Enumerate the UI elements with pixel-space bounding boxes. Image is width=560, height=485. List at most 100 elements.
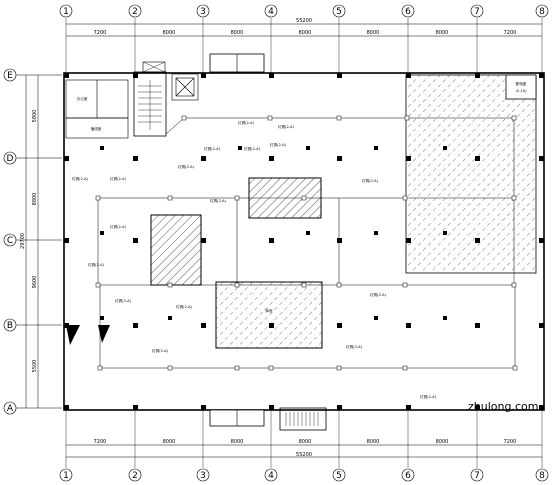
axis-label: 7 — [474, 7, 480, 17]
axis-bubble — [196, 468, 210, 482]
axis-bubble — [470, 4, 484, 18]
span-dimension: 8000 — [231, 30, 244, 36]
bottom-dimension-lines — [66, 444, 542, 458]
axis-label: B — [7, 321, 13, 331]
axis-bubble — [196, 4, 210, 18]
span-dimension: 8000 — [299, 30, 312, 36]
fixture-label: 灯具(2-A) — [346, 344, 363, 349]
fixture-label: 灯具(2-A) — [420, 394, 437, 399]
axis-label: 5 — [336, 7, 342, 17]
span-dimension: 7200 — [504, 439, 517, 445]
axis-bubble — [401, 468, 415, 482]
column-grid-lines — [65, 18, 543, 468]
axis-label: A — [7, 404, 14, 414]
fixture-label: 灯具(2-A) — [244, 146, 261, 151]
wall-wedges — [66, 325, 110, 345]
axis-bubble — [128, 4, 142, 18]
fixture-label: 灯具(2-A) — [270, 142, 287, 147]
axis-label: 3 — [200, 471, 206, 481]
fixture-labels: 灯具(2-A) 灯具(2-A) 灯具(2-A) 灯具(2-A) 灯具(2-A) … — [72, 120, 437, 399]
axis-bubble — [332, 468, 346, 482]
span-dimension: 7200 — [94, 30, 107, 36]
axis-label: 3 — [200, 7, 206, 17]
fixture-label: 灯具(2-A) — [72, 176, 89, 181]
fixture-label: 灯具(2-A) — [176, 304, 193, 309]
span-dimension: 9600 — [32, 276, 38, 289]
left-total-dimension: 29700 — [20, 233, 26, 249]
axis-bubble — [59, 468, 73, 482]
span-dimension: 8000 — [163, 439, 176, 445]
column-bubbles-top: 1 2 3 4 5 6 7 8 — [59, 4, 549, 18]
axis-label: 6 — [405, 471, 411, 481]
fixture-label: 灯具(2-A) — [115, 298, 132, 303]
room-label: 办公室 — [77, 96, 88, 101]
axis-bubble — [535, 468, 549, 482]
left-dimension-lines — [16, 74, 62, 409]
span-dimension: 5500 — [32, 360, 38, 373]
left-dimensions: 29700 5800 8800 9600 5500 — [20, 110, 38, 373]
axis-bubble — [470, 468, 484, 482]
axis-label: C — [7, 236, 13, 246]
wiring-circuits — [97, 117, 516, 369]
structural-columns — [64, 73, 544, 410]
span-dimension: 8000 — [231, 439, 244, 445]
room-label: 库房 — [265, 308, 273, 313]
span-dimension: 8000 — [299, 439, 312, 445]
fixture-label: 灯具(2-A) — [88, 262, 105, 267]
span-dimension: 8000 — [367, 439, 380, 445]
axis-bubble — [535, 4, 549, 18]
bottom-total-dimension: 55200 — [296, 452, 312, 458]
fixture-label: 灯具(2-A) — [110, 176, 127, 181]
junction-markers — [95, 115, 518, 371]
axis-bubble — [332, 4, 346, 18]
span-dimension: 5800 — [32, 110, 38, 123]
span-dimension: 7200 — [94, 439, 107, 445]
axis-label: 2 — [132, 471, 138, 481]
axis-label: 1 — [63, 7, 69, 17]
span-dimension: 7200 — [504, 30, 517, 36]
fixture-label: 灯具(2-A) — [110, 224, 127, 229]
axis-label: D — [7, 154, 14, 164]
watermark: zhulong.com — [468, 400, 538, 413]
axis-label: 7 — [474, 471, 480, 481]
fixture-label: 灯具(2-A) — [204, 146, 221, 151]
office-rooms — [65, 79, 129, 139]
hatched-zone — [150, 214, 202, 286]
top-total-dimension: 55200 — [296, 18, 312, 24]
fixture-label: 灯具(2-A) — [152, 348, 169, 353]
axis-bubble — [264, 468, 278, 482]
top-dimension-lines — [66, 23, 542, 37]
axis-label: 5 — [336, 471, 342, 481]
span-dimension: 8000 — [436, 439, 449, 445]
room-label: 值班室 — [91, 126, 102, 131]
column-bubbles-bottom: 1 2 3 4 5 6 7 8 — [59, 468, 549, 482]
corner-room-label: 配电室 — [516, 81, 527, 86]
top-span-dimensions: 7200 8000 8000 8000 8000 8000 7200 — [94, 30, 517, 36]
span-dimension: 8000 — [367, 30, 380, 36]
bottom-span-dimensions: 7200 8000 8000 8000 8000 8000 7200 — [94, 439, 517, 445]
hatched-zone-right — [405, 74, 537, 274]
fixture-label: 灯具(2-A) — [238, 120, 255, 125]
fixture-label: 灯具(2-A) — [178, 164, 195, 169]
axis-label: 4 — [268, 471, 274, 481]
stair-bottom — [279, 407, 327, 431]
axis-label: 8 — [539, 7, 545, 17]
elevator-shaft — [171, 73, 199, 101]
span-dimension: 8000 — [436, 30, 449, 36]
row-bubbles-left: E D C B A — [3, 68, 17, 415]
axis-bubble — [401, 4, 415, 18]
axis-bubble — [264, 4, 278, 18]
fixture-label: 灯具(2-A) — [362, 178, 379, 183]
axis-bubble — [59, 4, 73, 18]
axis-label: 1 — [63, 471, 69, 481]
axis-bubble — [128, 468, 142, 482]
span-dimension: 8800 — [32, 193, 38, 206]
stair-top — [133, 61, 167, 137]
fixture-label: 灯具(2-A) — [210, 198, 227, 203]
axis-label: E — [7, 71, 13, 81]
axis-label: 2 — [132, 7, 138, 17]
hatched-zone — [215, 281, 323, 349]
fixture-label: 灯具(2-A) — [370, 292, 387, 297]
corner-room — [505, 74, 537, 100]
